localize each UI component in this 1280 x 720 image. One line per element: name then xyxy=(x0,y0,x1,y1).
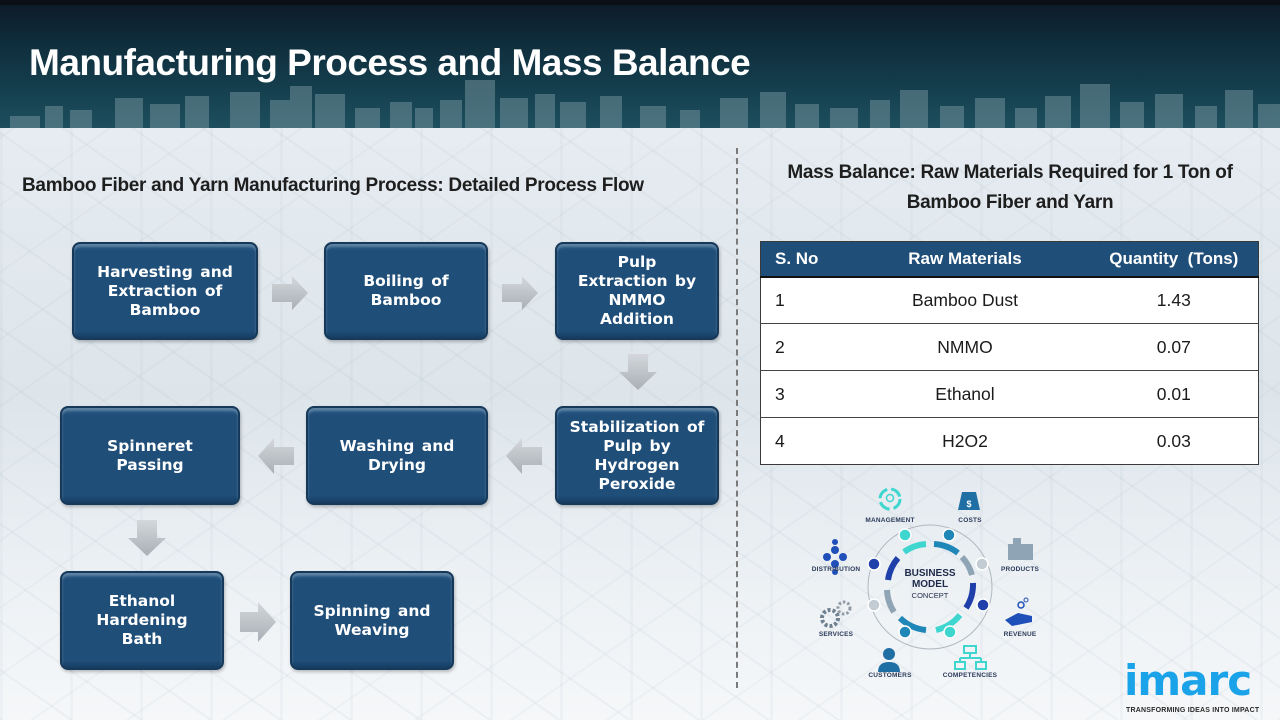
cell-material: Bamboo Dust xyxy=(840,276,1090,324)
column-header-raw-materials: Raw Materials xyxy=(840,241,1090,278)
services-icon xyxy=(820,600,852,628)
process-step-label: Boiling of Bamboo xyxy=(363,272,449,309)
center-line-2: MODEL xyxy=(911,579,949,590)
cell-quantity: 0.07 xyxy=(1089,323,1259,371)
table-row: 4 H2O2 0.03 xyxy=(760,417,1259,465)
logo-wordmark: imarc xyxy=(1124,656,1252,705)
process-step-pulp-extraction: Pulp Extraction by NMMO Addition xyxy=(555,242,719,340)
process-flow-title: Bamboo Fiber and Yarn Manufacturing Proc… xyxy=(22,175,644,196)
cell-sno: 4 xyxy=(760,417,841,465)
mass-balance-table: S. No Raw Materials Quantity (Tons) 1 Ba… xyxy=(760,241,1259,465)
cell-quantity: 0.03 xyxy=(1089,417,1259,465)
process-step-harvesting: Harvesting and Extraction of Bamboo xyxy=(72,242,258,340)
business-model-center-text: BUSINESS MODEL CONCEPT xyxy=(890,568,970,601)
header-top-bar xyxy=(0,0,1280,5)
process-step-label: Spinning and Weaving xyxy=(313,601,431,639)
arrow-right-icon xyxy=(240,602,276,642)
label-products: PRODUCTS xyxy=(1000,566,1040,573)
label-services: SERVICES xyxy=(818,631,854,638)
process-step-label: Washing and Drying xyxy=(339,436,455,474)
page-title: Manufacturing Process and Mass Balance xyxy=(29,42,751,83)
table-row: 3 Ethanol 0.01 xyxy=(760,370,1259,418)
business-model-graphic: $ BUSINESS MODEL xyxy=(800,480,1060,680)
column-header-sno: S. No xyxy=(760,241,841,278)
city-skyline-graphic xyxy=(10,80,1280,128)
section-divider xyxy=(736,148,738,688)
process-step-label: Spinneret Passing xyxy=(107,436,193,474)
costs-icon: $ xyxy=(958,492,980,510)
cell-quantity: 1.43 xyxy=(1089,276,1259,324)
cell-sno: 3 xyxy=(760,370,841,418)
process-step-label: Ethanol Hardening Bath xyxy=(96,592,188,648)
arrow-down-icon xyxy=(128,520,166,556)
svg-text:$: $ xyxy=(966,499,971,509)
table-header-row: S. No Raw Materials Quantity (Tons) xyxy=(760,241,1259,278)
center-line-3: CONCEPT xyxy=(911,591,949,600)
label-costs: COSTS xyxy=(958,517,982,524)
customers-icon xyxy=(878,648,900,672)
table-row: 2 NMMO 0.07 xyxy=(760,323,1259,371)
arrow-right-icon xyxy=(502,276,538,310)
imarc-logo: imarc TRANSFORMING IDEAS INTO IMPACT xyxy=(1124,652,1274,718)
arrow-down-icon xyxy=(619,354,657,390)
label-distribution: DISTRIBUTION xyxy=(811,566,861,573)
header-banner: Manufacturing Process and Mass Balance xyxy=(0,0,1280,128)
center-line-1: BUSINESS xyxy=(904,568,956,579)
column-header-quantity: Quantity (Tons) xyxy=(1089,241,1259,278)
process-step-ethanol-bath: Ethanol Hardening Bath xyxy=(60,571,224,670)
label-revenue: REVENUE xyxy=(1003,631,1037,638)
mass-balance-title: Mass Balance: Raw Materials Required for… xyxy=(787,162,1233,213)
logo-tagline: TRANSFORMING IDEAS INTO IMPACT xyxy=(1126,707,1260,714)
process-step-spinning-weaving: Spinning and Weaving xyxy=(290,571,454,670)
business-model-ring: $ xyxy=(820,487,1033,672)
process-step-boiling: Boiling of Bamboo xyxy=(324,242,488,340)
process-step-spinneret: Spinneret Passing xyxy=(60,406,240,505)
cell-quantity: 0.01 xyxy=(1089,370,1259,418)
process-step-label: Pulp Extraction by NMMO Addition xyxy=(577,253,697,328)
process-step-label: Stabilization of Pulp by Hydrogen Peroxi… xyxy=(569,417,705,493)
process-step-label: Harvesting and Extraction of Bamboo xyxy=(97,262,233,319)
process-step-washing-drying: Washing and Drying xyxy=(306,406,488,505)
table-row: 1 Bamboo Dust 1.43 xyxy=(760,276,1259,324)
cell-sno: 2 xyxy=(760,323,841,371)
label-management: MANAGEMENT xyxy=(865,517,915,524)
cell-material: Ethanol xyxy=(840,370,1090,418)
products-icon xyxy=(1008,538,1033,560)
process-step-stabilization: Stabilization of Pulp by Hydrogen Peroxi… xyxy=(555,406,719,505)
arrow-right-icon xyxy=(272,276,308,310)
cell-sno: 1 xyxy=(760,276,841,324)
arrow-left-icon xyxy=(506,438,542,474)
distribution-icon xyxy=(823,539,847,575)
cell-material: H2O2 xyxy=(840,417,1090,465)
arrow-left-icon xyxy=(258,438,294,474)
label-competencies: COMPETENCIES xyxy=(942,672,998,679)
label-customers: CUSTOMERS xyxy=(868,672,912,679)
revenue-icon xyxy=(1005,597,1032,626)
cell-material: NMMO xyxy=(840,323,1090,371)
competencies-icon xyxy=(954,645,987,670)
management-icon xyxy=(878,487,902,511)
